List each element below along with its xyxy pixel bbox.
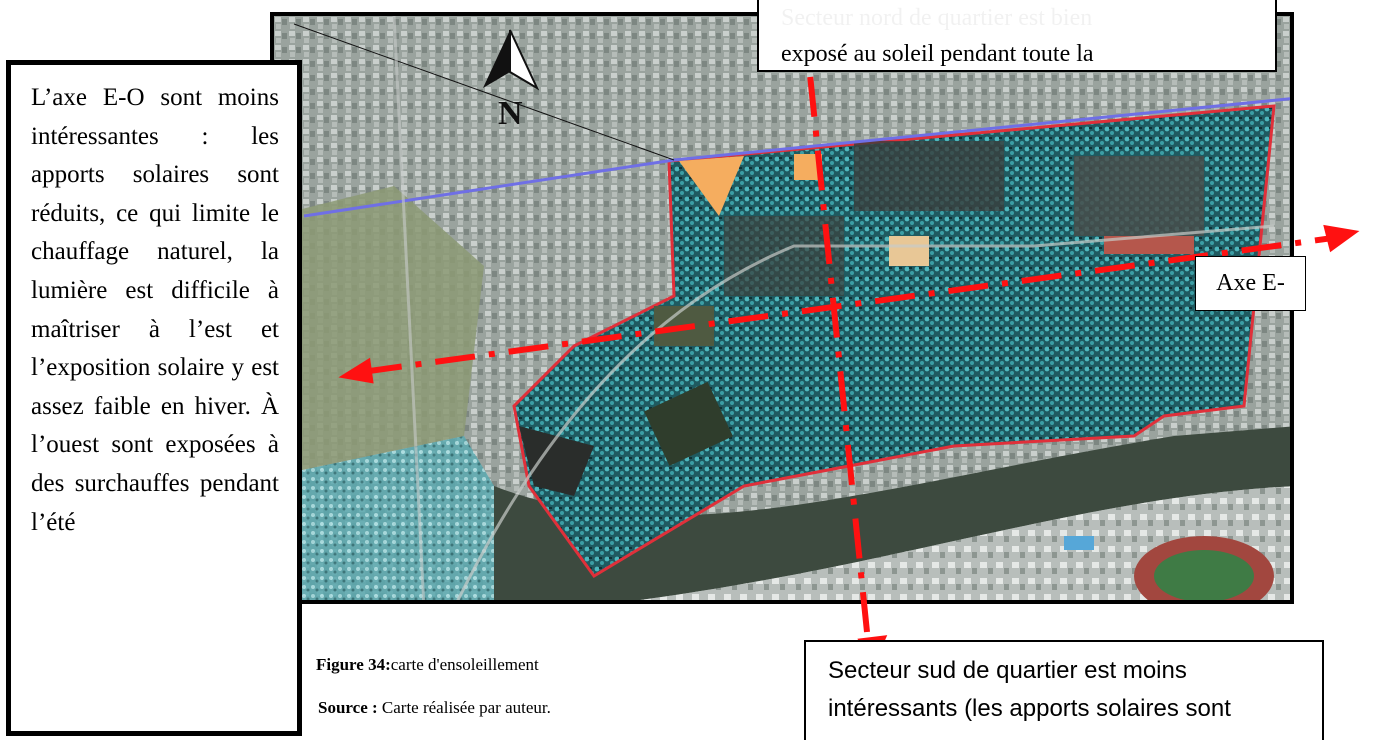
figure-source: Source : Carte réalisée par auteur. (318, 698, 551, 718)
east-west-callout: L’axe E-O sont moins intéressantes : les… (6, 60, 302, 736)
figure-caption: Figure 34:carte d'ensoleillement (316, 655, 539, 675)
caption-label: Figure 34: (316, 655, 391, 674)
map-imagery (274, 16, 1290, 600)
south-callout-line-1: Secteur sud de quartier est moins (828, 657, 1187, 684)
axis-label-box: Axe E- (1195, 256, 1306, 311)
axis-label: Axe E- (1216, 270, 1285, 296)
north-callout-line-1: Secteur nord de quartier est bien (781, 5, 1093, 31)
south-callout-line-2: intéressants (les apports solaires sont (828, 695, 1231, 722)
source-label: Source : (318, 698, 378, 717)
source-text: Carte réalisée par auteur. (377, 698, 551, 717)
south-sector-callout: Secteur sud de quartier est moins intére… (804, 640, 1324, 740)
north-sector-callout: Secteur nord de quartier est bien exposé… (757, 0, 1277, 72)
caption-text: carte d'ensoleillement (390, 655, 539, 674)
east-west-callout-text: L’axe E-O sont moins intéressantes : les… (31, 84, 279, 536)
north-callout-line-2: exposé au soleil pendant toute la (781, 41, 1094, 67)
satellite-map (270, 12, 1294, 604)
